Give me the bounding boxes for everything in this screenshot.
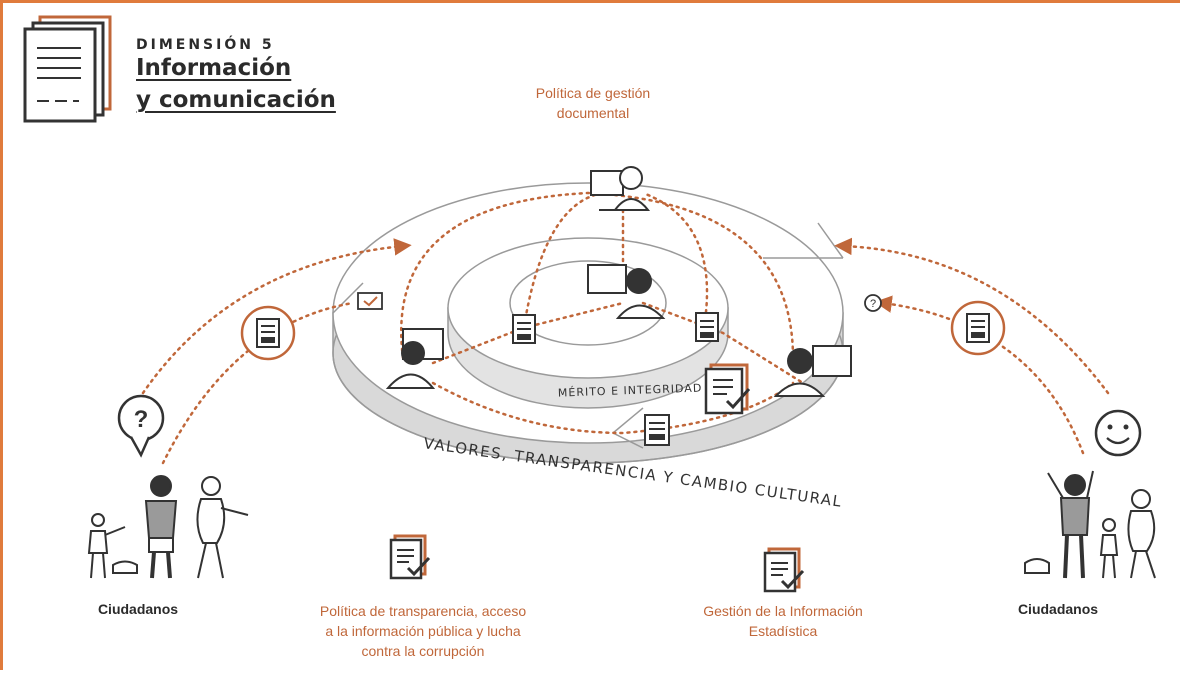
- page-title-line2: y comunicación: [136, 87, 336, 113]
- statistical-information-line2: Estadística: [748, 623, 818, 639]
- policy-document-management: Política de gestión documental: [473, 83, 713, 123]
- policy-transparency-line3: contra la corrupción: [361, 643, 485, 659]
- small-question-mark: ?: [870, 298, 876, 310]
- information-flows: [141, 191, 1110, 465]
- form-icon-left: [240, 305, 296, 361]
- policy-transparency-line1: Política de transparencia, acceso: [319, 603, 527, 619]
- page-title-line1: Información: [136, 55, 292, 81]
- inner-ring-label: MÉRITO E INTEGRIDAD: [558, 382, 703, 400]
- person-computer-icon-center: [587, 264, 666, 319]
- policy-transparency: Política de transparencia, acceso a la i…: [273, 601, 573, 661]
- statistical-information-line1: Gestión de la Información: [703, 603, 863, 619]
- policy-transparency-line2: a la información pública y lucha: [325, 623, 521, 639]
- document-stack-icon: [23, 15, 112, 123]
- policy-document-management-line2: documental: [556, 105, 630, 121]
- smiley-icon: [1094, 409, 1142, 457]
- form-icon-bottom: [644, 414, 670, 446]
- citizens-group-right: [1024, 470, 1156, 579]
- dimension-label: DIMENSIÓN 5: [136, 37, 275, 53]
- person-computer-icon-right: [773, 345, 852, 397]
- document-check-icon-statistics: [763, 547, 805, 593]
- person-computer-icon-top: [590, 166, 651, 211]
- form-icon-inner-right: [695, 312, 719, 342]
- citizens-label-right: Ciudadanos: [1017, 601, 1099, 617]
- form-icon-inner-left: [512, 314, 536, 344]
- citizens-group-left: [87, 475, 249, 579]
- policy-document-management-line1: Política de gestión: [535, 85, 651, 101]
- question-bubble-icon: ?: [117, 394, 165, 458]
- small-question-icon: ?: [864, 294, 882, 312]
- question-mark: ?: [134, 406, 149, 433]
- diagram-graphics: MÉRITO E INTEGRIDAD VALORES, TRANSPARENC…: [23, 15, 1156, 593]
- statistical-information: Gestión de la Información Estadística: [658, 601, 908, 641]
- person-computer-icon-left: [385, 328, 444, 389]
- document-check-icon-disc: [704, 363, 751, 415]
- citizens-label-left: Ciudadanos: [97, 601, 179, 617]
- form-icon-right: [950, 300, 1006, 356]
- document-check-icon-transparency: [389, 534, 431, 580]
- chat-check-icon: [357, 292, 383, 310]
